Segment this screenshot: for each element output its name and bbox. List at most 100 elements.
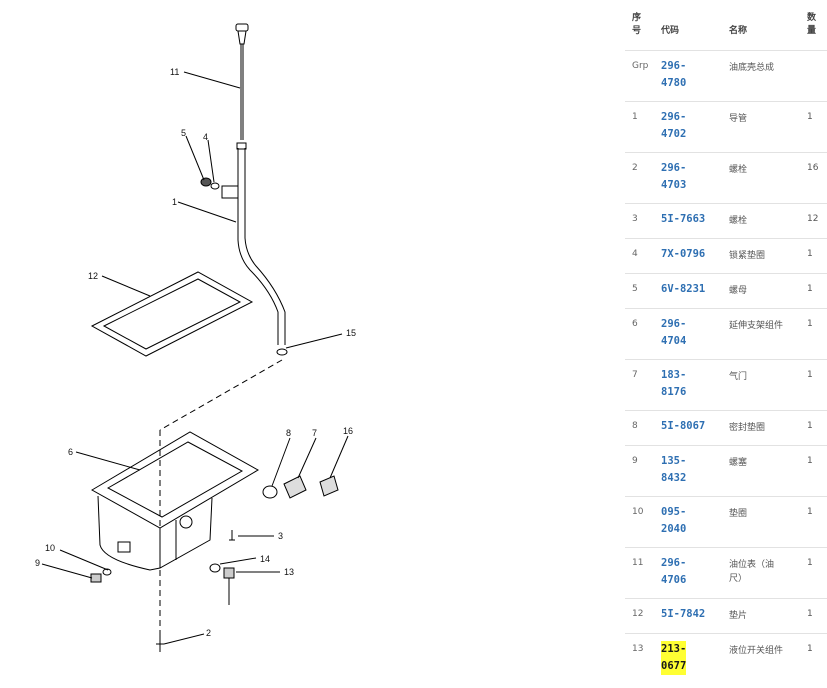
part-name: 油底壳总成 (729, 62, 775, 73)
washer-4 (210, 182, 220, 190)
row-qty: 1 (807, 643, 813, 654)
pan-edges (159, 520, 177, 568)
table-row: Grp 296- 4780 油底壳总成 (625, 50, 827, 101)
row-qty: 1 (807, 369, 813, 380)
row-seq-cell: 13 (625, 633, 661, 684)
nut-5 (200, 177, 212, 187)
row-seq: Grp (632, 60, 649, 71)
row-qty: 16 (807, 162, 819, 173)
callout-2: 2 (206, 628, 211, 638)
dipstick-cap (237, 30, 247, 45)
leader-10 (59, 549, 109, 571)
row-qty: 1 (807, 420, 813, 431)
part-name: 螺栓 (729, 215, 748, 226)
part-code-link[interactable]: 296- 4702 (661, 110, 687, 140)
row-seq-cell: 2 (625, 152, 661, 203)
row-seq: 10 (632, 506, 644, 517)
leader-14 (219, 557, 257, 565)
part-code-link[interactable]: 5I-8067 (661, 419, 706, 432)
row-seq: 11 (632, 557, 644, 568)
part-name: 密封垫圈 (729, 422, 766, 433)
diagram-svg: 11 5 4 1 12 15 6 8 7 16 3 10 9 14 13 2 (35, 23, 356, 652)
parts-table: 序 号 代码 名称 数 量 Grp 296- 4780 油底壳总成 1 296- 470… (625, 0, 827, 684)
header-code-text: 代码 (661, 26, 680, 36)
part-code-link[interactable]: 6V-8231 (661, 282, 706, 295)
dipstick-handle (235, 23, 249, 32)
leader-1 (177, 201, 237, 223)
callout-4: 4 (203, 132, 208, 142)
part-code-link[interactable]: 213- 0677 (661, 640, 687, 675)
leader-7 (297, 437, 317, 479)
pan-body (97, 495, 213, 571)
callout-7: 7 (312, 428, 317, 438)
part-code-link-cell: 296- 4703 (661, 152, 729, 203)
part-code-link[interactable]: 296- 4703 (661, 161, 687, 191)
callout-6: 6 (68, 447, 73, 457)
row-seq: 3 (632, 213, 638, 224)
header-qty-text: 数 量 (807, 13, 817, 36)
part-name-cell: 螺母 (729, 273, 807, 308)
row-qty-cell: 1 (807, 445, 827, 496)
part-code-link-cell: 296- 4706 (661, 547, 729, 598)
alignment-line (159, 359, 283, 431)
row-qty: 1 (807, 318, 813, 329)
part-code-link-cell: 7X-0796 (661, 238, 729, 273)
header-name-text: 名称 (729, 26, 748, 36)
part-name-cell: 延伸支架组件 (729, 308, 807, 359)
row-qty-cell: 16 (807, 152, 827, 203)
part-name: 螺栓 (729, 164, 748, 175)
tube-top (236, 142, 247, 150)
row-seq: 9 (632, 455, 638, 466)
part-code-link[interactable]: 095- 2040 (661, 505, 687, 535)
part-code-link[interactable]: 135- 8432 (661, 454, 687, 484)
part-code-link[interactable]: 183- 8176 (661, 368, 687, 398)
part-code-link[interactable]: 296- 4706 (661, 556, 687, 586)
callout-10: 10 (45, 543, 55, 553)
part-code-link[interactable]: 5I-7663 (661, 212, 706, 225)
row-qty: 1 (807, 111, 813, 122)
row-seq-cell: Grp (625, 50, 661, 101)
callout-14: 14 (260, 554, 270, 564)
callout-5: 5 (181, 128, 186, 138)
row-seq: 2 (632, 162, 638, 173)
row-qty: 12 (807, 213, 819, 224)
part-name-cell: 螺栓 (729, 203, 807, 238)
row-seq-cell: 1 (625, 101, 661, 152)
header-seq-text: 序 号 (632, 13, 642, 36)
part-code-link[interactable]: 7X-0796 (661, 247, 706, 260)
part-code-link[interactable]: 5I-7842 (661, 607, 706, 620)
part-name-cell: 导管 (729, 101, 807, 152)
row-seq: 13 (632, 643, 644, 654)
part-name: 延伸支架组件 (729, 320, 784, 331)
row-seq-cell: 9 (625, 445, 661, 496)
row-seq: 5 (632, 283, 638, 294)
part-code-link-cell: 296- 4702 (661, 101, 729, 152)
row-seq-cell: 7 (625, 359, 661, 410)
part-code-link[interactable]: 296- 4704 (661, 317, 687, 347)
table-row: 1 296- 4702 导管 1 (625, 101, 827, 152)
callout-9: 9 (35, 558, 40, 568)
leader-12 (101, 275, 151, 297)
leader-6 (75, 451, 141, 471)
row-qty-cell: 1 (807, 308, 827, 359)
table-row: 13 213- 0677 液位开关组件 1 (625, 633, 827, 684)
row-qty-cell: 1 (807, 101, 827, 152)
row-seq: 7 (632, 369, 638, 380)
part-name: 导管 (729, 113, 748, 124)
row-seq: 1 (632, 111, 638, 122)
leader-9 (41, 563, 93, 579)
callout-12: 12 (88, 271, 98, 281)
part-name: 液位开关组件 (729, 645, 784, 656)
leader-8 (271, 437, 291, 487)
part-code-link[interactable]: 296- 4780 (661, 59, 687, 89)
oring-14 (209, 563, 221, 573)
part-name-cell: 垫片 (729, 598, 807, 633)
part-name: 气门 (729, 371, 748, 382)
callout-3: 3 (278, 531, 283, 541)
row-qty: 1 (807, 506, 813, 517)
part-name: 螺塞 (729, 457, 748, 468)
header-code: 代码 (661, 0, 729, 50)
plug-9 (90, 573, 102, 583)
